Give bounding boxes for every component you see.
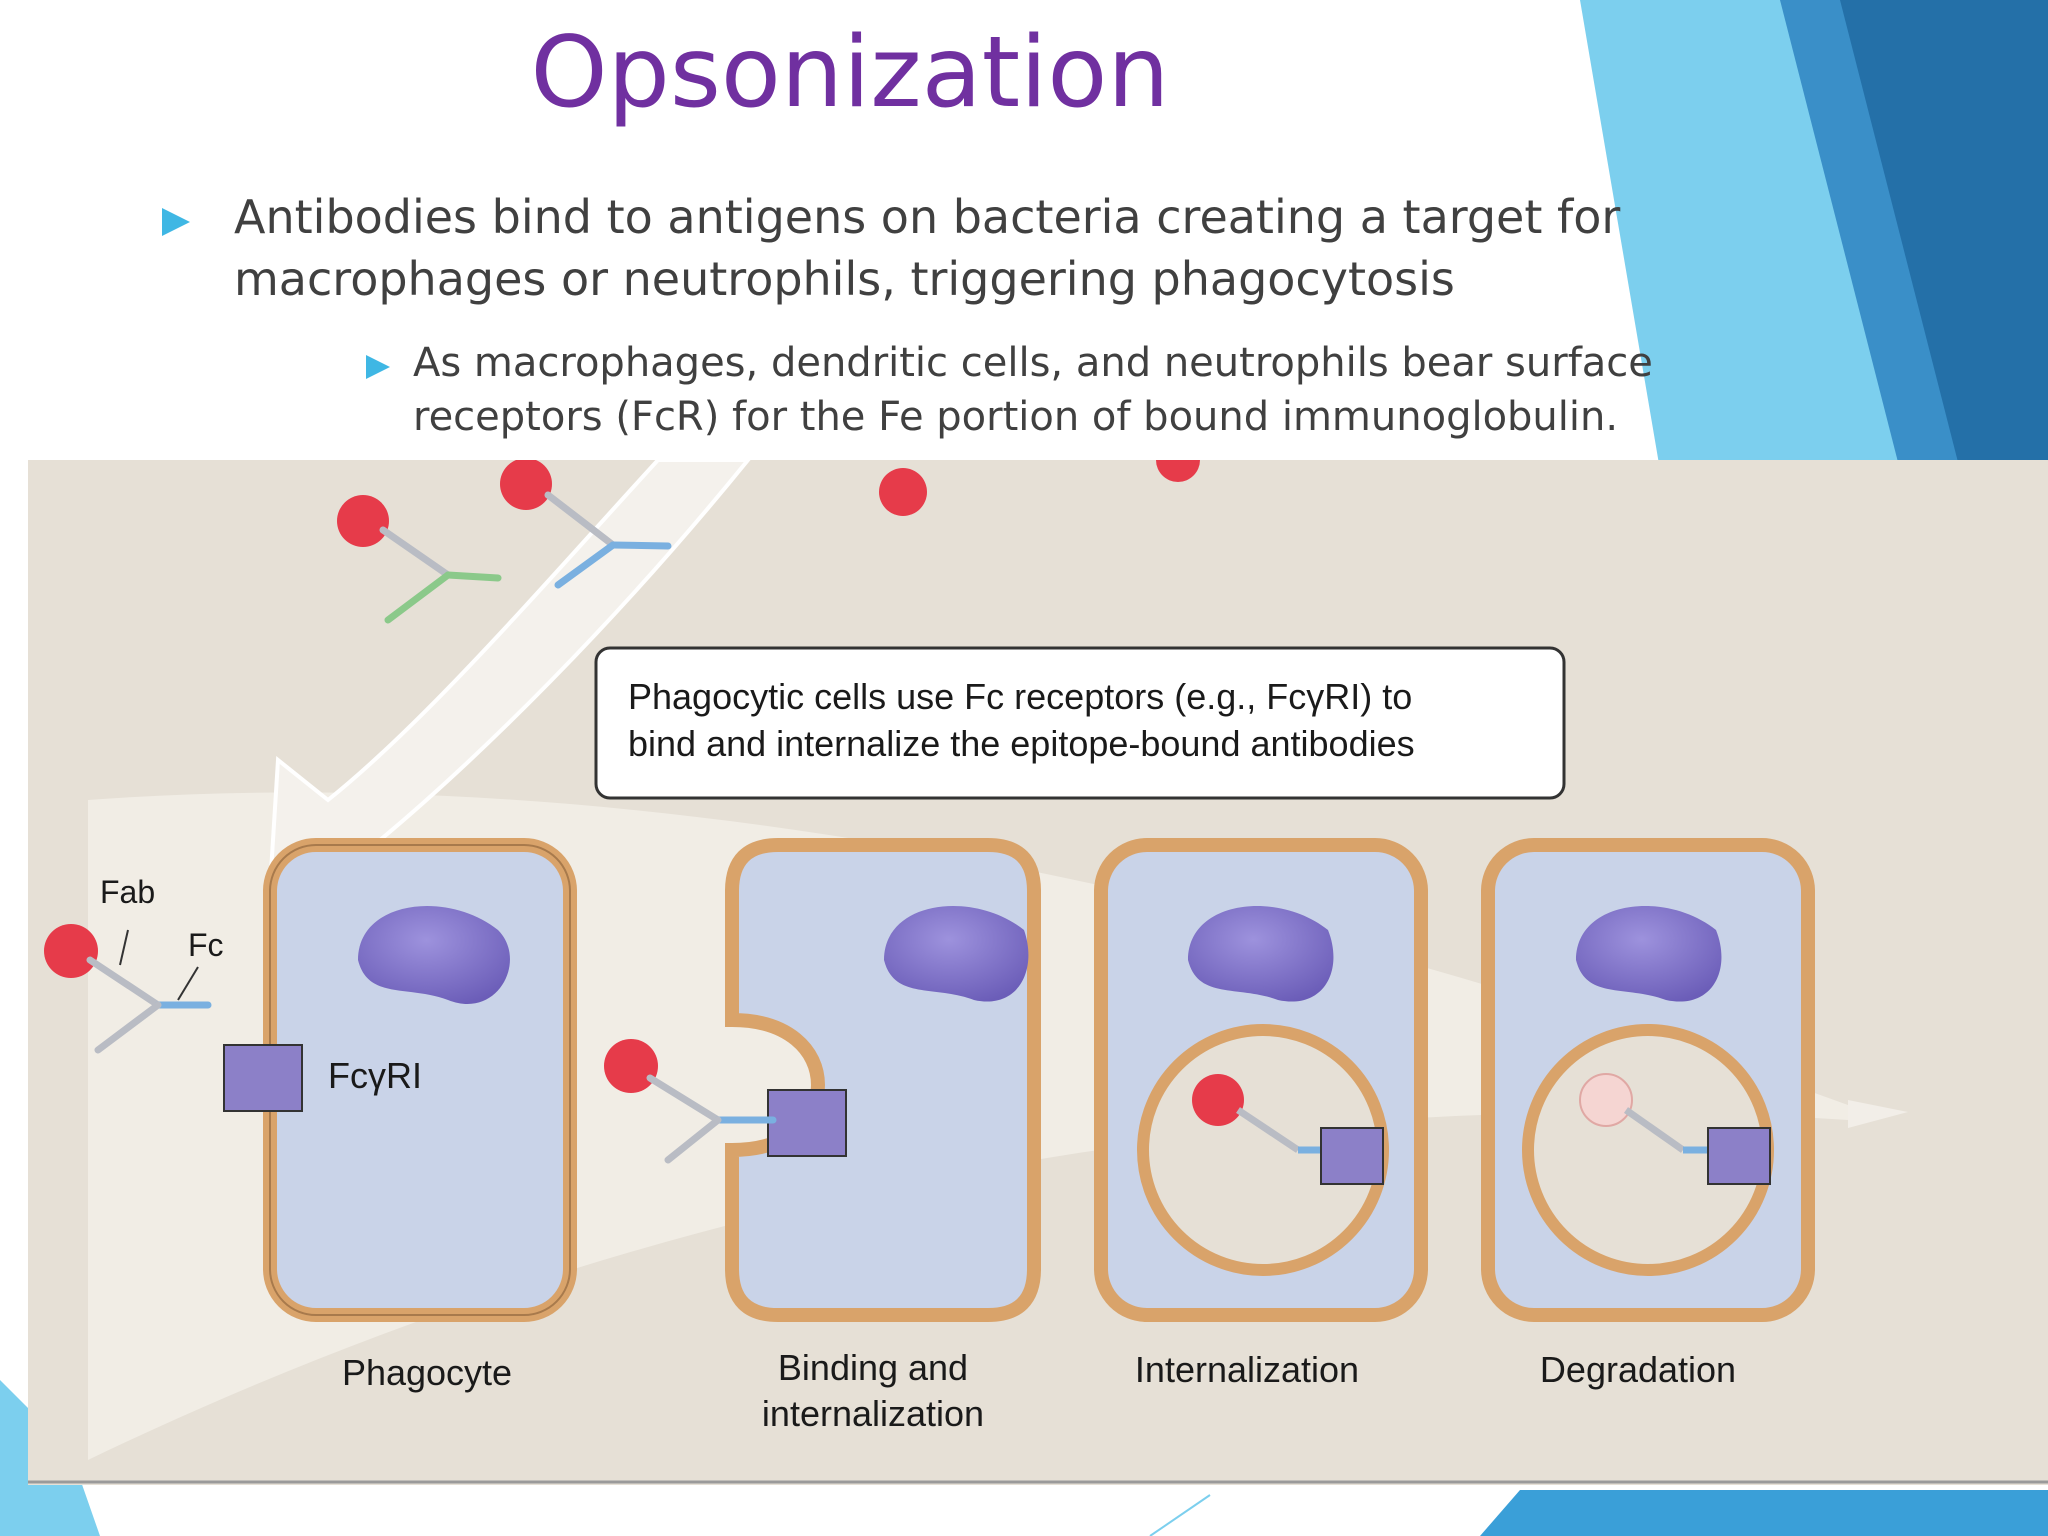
callout-line-1: Phagocytic cells use Fc receptors (e.g.,…	[628, 676, 1412, 717]
nucleus-icon	[1188, 906, 1334, 1002]
slide-title: Opsonization	[530, 16, 1170, 130]
degradation-cell	[1481, 838, 1815, 1322]
triangle-right-icon	[162, 208, 190, 236]
nucleus-icon	[358, 906, 510, 1004]
stage-label-degradation: Degradation	[1540, 1349, 1736, 1390]
bacterium-icon	[604, 1039, 658, 1093]
receptor-label: FcγRI	[328, 1055, 422, 1096]
bullet-text: Antibodies bind to antigens on bacteria …	[234, 190, 1621, 306]
nucleus-icon	[884, 906, 1029, 1002]
fc-label: Fc	[188, 927, 224, 963]
internalization-cell	[1094, 838, 1428, 1322]
receptor-icon	[223, 1044, 303, 1112]
fab-label: Fab	[100, 874, 155, 910]
binding-cell	[725, 838, 1041, 1322]
nucleus-icon	[1576, 906, 1722, 1002]
antibody-icon	[379, 491, 672, 624]
antibody-icon	[646, 1074, 777, 1164]
sub-bullet-text: As macrophages, dendritic cells, and neu…	[413, 340, 1653, 440]
bacterium-icon	[1192, 1074, 1244, 1126]
stage-label-binding-2: internalization	[762, 1393, 984, 1434]
receptor-icon	[767, 1089, 847, 1157]
bacterium-icon	[337, 460, 1200, 547]
degraded-bacterium-icon	[1579, 1073, 1633, 1127]
receptor-icon	[1707, 1127, 1771, 1185]
stage-label-internalization: Internalization	[1135, 1349, 1359, 1390]
receptor-icon	[1320, 1127, 1384, 1185]
antibody-icon	[86, 956, 212, 1054]
triangle-right-icon	[366, 355, 390, 379]
bacterium-icon	[44, 924, 98, 978]
callout-line-2: bind and internalize the epitope-bound a…	[628, 723, 1415, 764]
stage-label-phagocyte: Phagocyte	[342, 1352, 512, 1393]
opsonization-figure: Phagocytic cells use Fc receptors (e.g.,…	[28, 460, 2048, 1485]
stage-label-binding-1: Binding and	[778, 1347, 968, 1388]
